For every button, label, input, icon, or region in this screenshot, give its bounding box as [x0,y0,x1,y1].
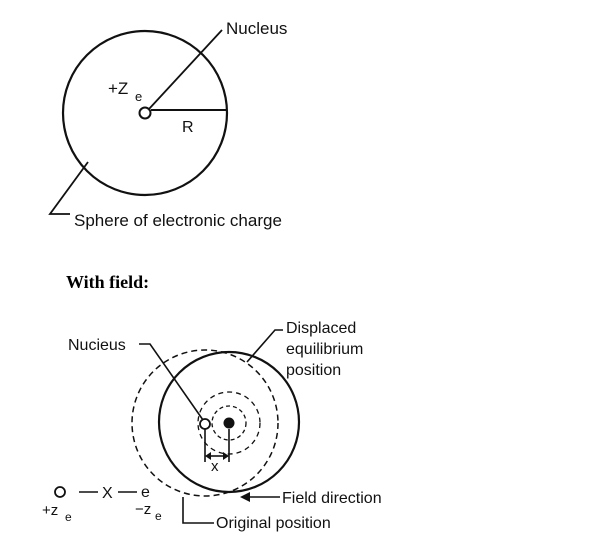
original-position-label: Original position [216,515,331,532]
atom-with-field: Nucieus Displaced equilibrium position x… [68,320,382,532]
plus-charge-subscript: e [65,510,72,524]
original-position-leader [182,497,214,524]
nucleus-charge-label: +Z [108,79,128,98]
minus-charge-subscript: e [155,509,162,523]
displaced-label-line3: position [286,362,341,379]
atom-without-field: Nucleus +Z e R Sphere of electronic char… [48,19,287,230]
original-sphere [131,349,279,497]
sphere-label: Sphere of electronic charge [74,211,282,230]
nucleus-leader-line [139,343,204,421]
nucleus-leader-line [148,29,223,110]
sphere-leader-line [48,161,89,215]
displaced-label-line1: Displaced [286,320,356,337]
nucleus-charge-subscript: e [135,89,142,104]
with-field-heading: With field: [66,272,149,292]
field-direction-arrow-head [240,492,250,502]
nucleus-point [138,106,152,120]
x-arrow-head-right [223,452,229,460]
nucleus-label: Nucieus [68,337,126,354]
dipole-e-label: e [141,484,150,501]
displaced-sphere [157,350,301,494]
radius-label: R [182,119,194,136]
field-direction-label: Field direction [282,490,382,507]
nucleus-point [199,418,211,430]
x-label: x [211,458,219,475]
x-arrow-head-left [205,452,211,460]
minus-charge-label: −z [135,501,151,518]
displaced-label-line2: equilibrium [286,341,363,358]
plus-charge-label: +z [42,502,58,519]
electron-sphere [61,29,229,197]
inner-ring-inner [211,405,247,441]
dipole-plus-charge [54,486,66,498]
displaced-leader-line [246,329,283,363]
electron-cloud-center [223,417,235,429]
dipole-x-label: X [102,485,113,502]
nucleus-label: Nucleus [226,19,287,38]
dipole-schematic: X e +z e −z e [42,484,162,524]
